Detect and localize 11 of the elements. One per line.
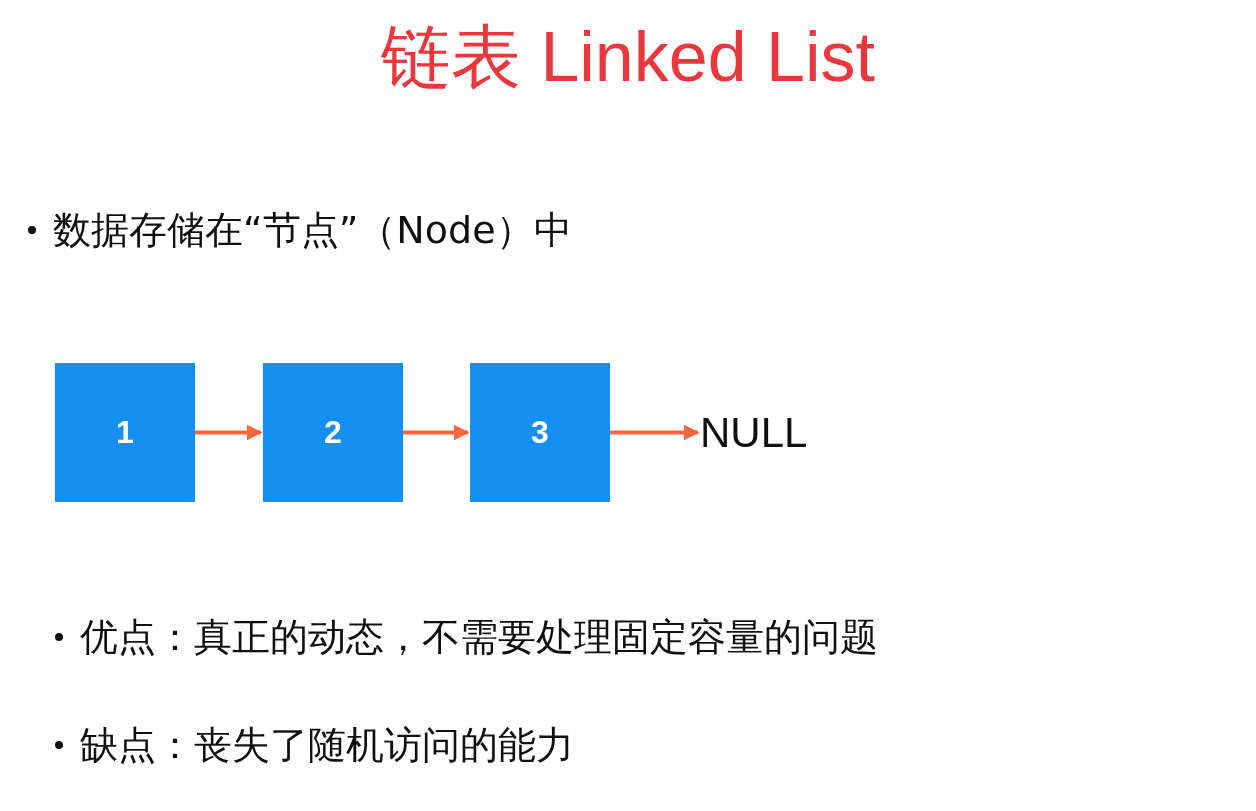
arrow (195, 424, 263, 441)
title: 链表 Linked List (379, 17, 877, 98)
arrow (610, 424, 700, 441)
list-node-box: 2 (263, 363, 403, 502)
bullet-text: 缺点：丧失了随机访问的能力 (80, 722, 574, 769)
bullet-text: 优点：真正的动态，不需要处理固定容量的问题 (80, 614, 878, 661)
list-node-box: 1 (55, 363, 195, 502)
bullet-text: 数据存储在“节点”（Node）中 (53, 207, 572, 254)
list-node-box: 3 (470, 363, 610, 502)
arrow (403, 424, 470, 441)
null-text: NULL (700, 408, 808, 462)
